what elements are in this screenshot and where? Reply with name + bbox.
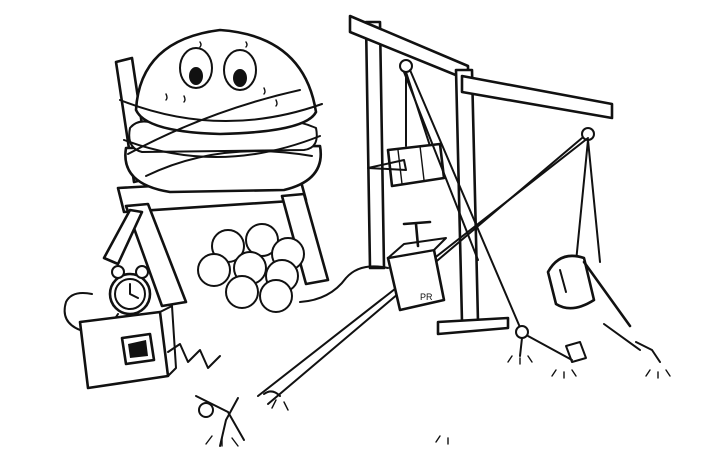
burger-character	[120, 30, 322, 192]
hanging-cleaver	[368, 72, 444, 186]
alarm-clock	[110, 266, 150, 320]
detonator-label: PR	[420, 292, 433, 302]
timer-box	[65, 293, 176, 388]
gallows-frame	[350, 16, 612, 334]
hanging-axe	[548, 140, 630, 326]
ground-pegs	[168, 324, 670, 446]
detonator-box: PR	[388, 222, 446, 310]
dynamite-bundle	[198, 224, 304, 312]
